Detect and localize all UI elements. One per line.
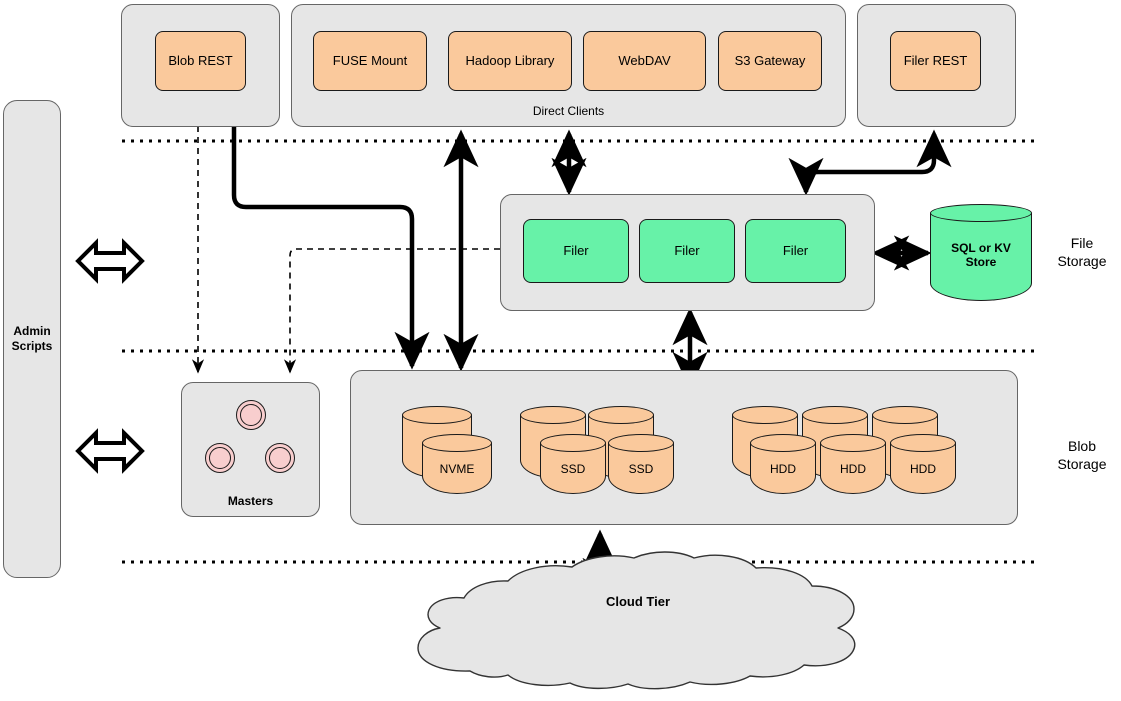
- disk-ssd-label-1: SSD: [560, 462, 586, 476]
- disk-hdd-label-3: HDD: [910, 462, 936, 476]
- filer-node-2-label: Filer: [674, 242, 700, 258]
- client-filer-rest-label: Filer REST: [903, 52, 968, 68]
- disk-nvme-label: NVME: [439, 462, 475, 476]
- filer-node-3-label: Filer: [782, 242, 809, 258]
- disk-top: [520, 406, 586, 424]
- client-webdav-label: WebDAV: [618, 52, 671, 68]
- master-node-2[interactable]: [205, 443, 235, 473]
- masters-label: Masters: [227, 494, 274, 508]
- disk-ssd-front-2[interactable]: SSD: [608, 434, 674, 494]
- filer-node-3[interactable]: Filer: [745, 219, 846, 283]
- disk-top: [820, 434, 886, 452]
- disk-ssd-front-1[interactable]: SSD: [540, 434, 606, 494]
- metadata-store-top: [930, 204, 1032, 222]
- disk-hdd-front-2[interactable]: HDD: [820, 434, 886, 494]
- client-webdav[interactable]: WebDAV: [583, 31, 706, 91]
- admin-scripts-label: Admin Scripts: [12, 324, 53, 354]
- disk-top: [608, 434, 674, 452]
- disk-top: [422, 434, 492, 452]
- direct-clients-caption: Direct Clients: [532, 104, 605, 118]
- metadata-store-body: [930, 213, 1032, 301]
- metadata-store-label-line1: SQL or KV: [951, 241, 1011, 255]
- disk-nvme-front-1[interactable]: NVME: [422, 434, 492, 494]
- client-s3-gateway[interactable]: S3 Gateway: [718, 31, 822, 91]
- filer-node-1-label: Filer: [563, 242, 589, 258]
- file-storage-tier-label-line2: Storage: [1057, 252, 1107, 269]
- metadata-store-cylinder[interactable]: SQL or KV Store: [930, 204, 1032, 301]
- metadata-store-label-line2: Store: [965, 254, 997, 269]
- admin-scripts-label-line1: Admin: [13, 324, 51, 338]
- cloud-tier-label: Cloud Tier: [605, 594, 671, 609]
- disk-top: [732, 406, 798, 424]
- disk-hdd-front-1[interactable]: HDD: [750, 434, 816, 494]
- disk-top: [890, 434, 956, 452]
- blob-storage-tier-label: Blob Storage: [1046, 438, 1118, 473]
- master-node-3[interactable]: [265, 443, 295, 473]
- admin-scripts-label-line2: Scripts: [11, 339, 53, 353]
- disk-ssd-label-2: SSD: [628, 462, 654, 476]
- disk-hdd-front-3[interactable]: HDD: [890, 434, 956, 494]
- disk-top: [802, 406, 868, 424]
- disk-top: [750, 434, 816, 452]
- client-hadoop-library[interactable]: Hadoop Library: [448, 31, 572, 91]
- disk-hdd-label-1: HDD: [770, 462, 796, 476]
- client-blob-rest-label: Blob REST: [168, 52, 233, 68]
- disk-hdd-label-2: HDD: [840, 462, 866, 476]
- metadata-store-label: SQL or KV Store: [930, 241, 1032, 270]
- client-filer-rest[interactable]: Filer REST: [890, 31, 981, 91]
- blob-storage-tier-label-line2: Storage: [1057, 455, 1107, 472]
- file-storage-tier-label: File Storage: [1046, 235, 1118, 270]
- disk-top: [872, 406, 938, 424]
- cloud-tier[interactable]: Cloud Tier: [418, 552, 858, 692]
- disk-top: [402, 406, 472, 424]
- disk-top: [588, 406, 654, 424]
- disk-top: [540, 434, 606, 452]
- filer-node-1[interactable]: Filer: [523, 219, 629, 283]
- file-storage-tier-label-line1: File: [1070, 235, 1094, 251]
- filer-node-2[interactable]: Filer: [639, 219, 735, 283]
- master-node-1[interactable]: [236, 400, 266, 430]
- blob-storage-tier-label-line1: Blob: [1067, 438, 1097, 454]
- client-fuse-mount-label: FUSE Mount: [332, 52, 408, 68]
- client-s3-gateway-label: S3 Gateway: [734, 52, 806, 68]
- client-fuse-mount[interactable]: FUSE Mount: [313, 31, 427, 91]
- client-blob-rest[interactable]: Blob REST: [155, 31, 246, 91]
- client-hadoop-library-label: Hadoop Library: [465, 52, 555, 68]
- admin-scripts-panel[interactable]: Admin Scripts: [3, 100, 61, 578]
